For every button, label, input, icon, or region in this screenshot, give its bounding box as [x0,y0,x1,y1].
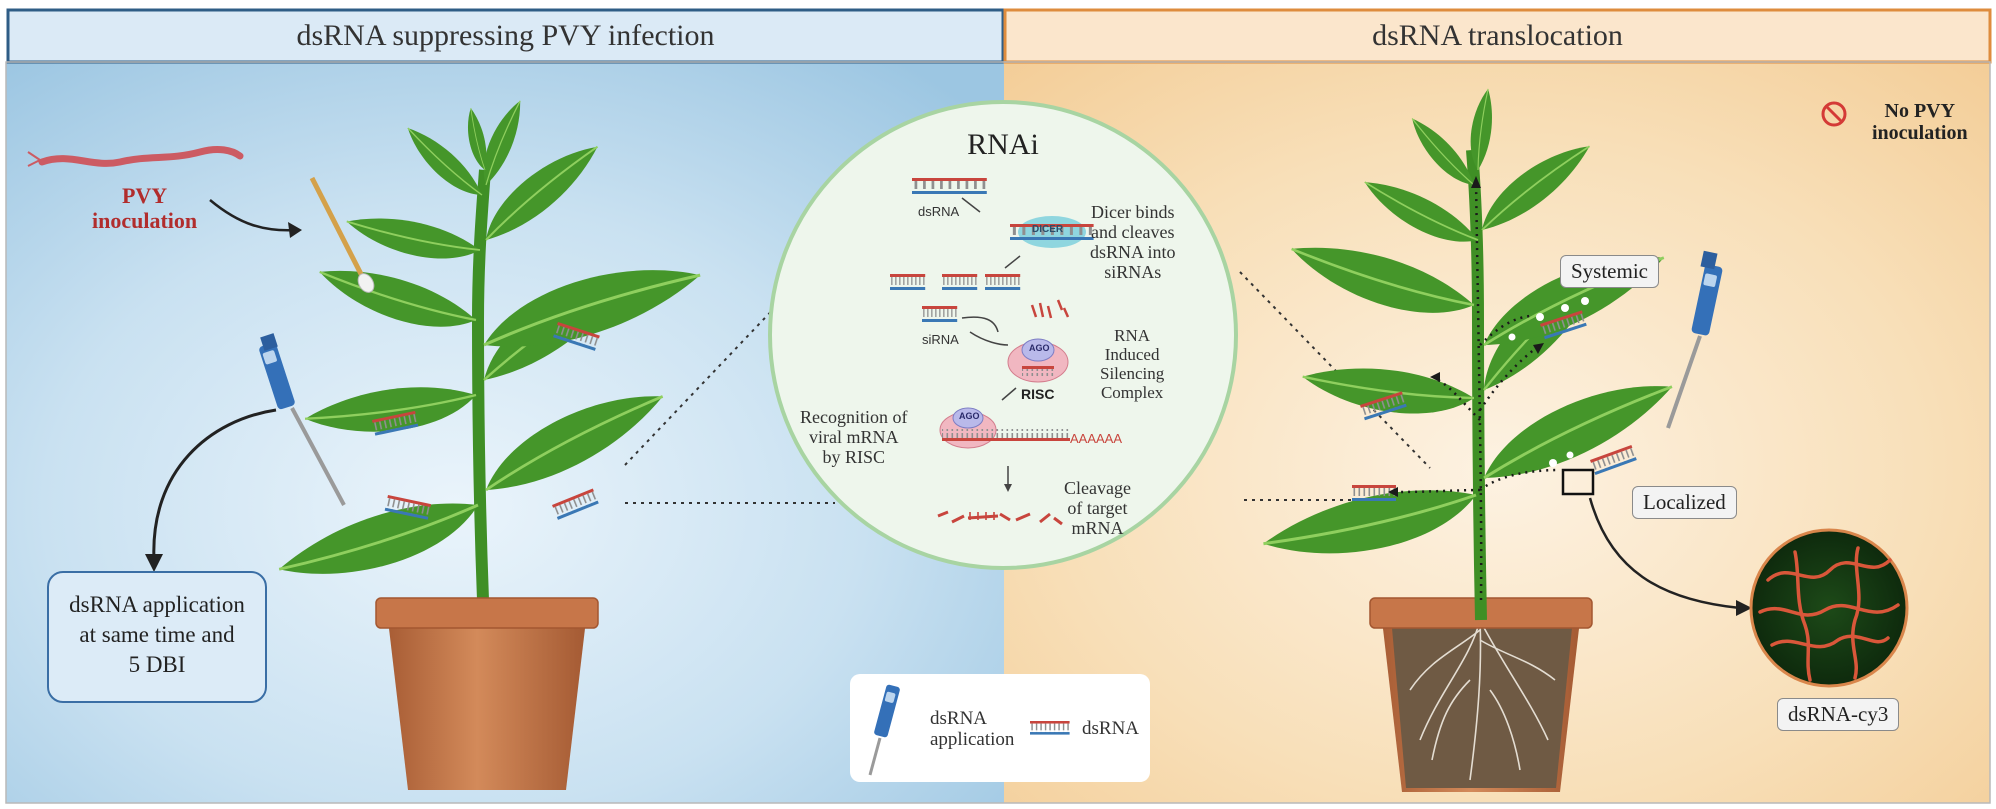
right-pipette-icon [1666,250,1723,429]
ago-label: AGO [1029,343,1050,353]
application-arrow [152,408,277,561]
right-leaf-dsrna-3 [1352,485,1396,501]
cy3-signal-icon [1758,546,1900,682]
legend-application-label: dsRNA application [930,708,1015,751]
dicer-label: DICER [1032,224,1064,235]
right-panel-title: dsRNA translocation [1372,19,1623,52]
left-plant [271,96,709,790]
cleaved-mrna-icon [937,510,1063,526]
systemic-label: Systemic [1560,255,1659,288]
right-plant [1258,86,1686,792]
left-panel-title: dsRNA suppressing PVY infection [296,19,715,52]
legend-pipette-icon [868,684,900,776]
right-stem [1466,149,1487,621]
ago-bound-label: AGO [959,411,980,421]
no-pvy-label: No PVY inoculation [1872,100,1968,145]
swab-stick-icon [309,176,365,278]
left-pipette-icon [259,333,346,506]
risc-label: RISC [1021,386,1055,402]
right-panel-header-box [1003,8,1992,64]
viral-mrna-icon [942,438,1070,441]
sirna-fragment-icon [1030,299,1070,319]
translocation-dots [1508,297,1589,467]
legend-dsrna-label: dsRNA [1082,718,1140,739]
rnai-circle [768,100,1238,570]
poly-a-tail-label: AAAAAA [1070,431,1123,446]
left-pot [388,620,586,790]
sirna-icon-2 [942,274,978,290]
application-box-text: dsRNA application at same time and 5 DBI [69,592,245,677]
no-entry-icon [1821,101,1847,127]
sirna-icon-4 [922,306,958,322]
dicer-description: Dicer binds and cleaves dsRNA into siRNA… [1090,202,1176,283]
ago-bound-icon [952,407,984,429]
swab-tip-icon [357,273,375,293]
risc-description: RNA Induced Silencing Complex [1100,326,1165,403]
dsrna-label: dsRNA [918,204,960,219]
left-pot-rim [375,597,599,629]
sirna-icon-3 [985,274,1021,290]
legend-dsrna-icon [1030,721,1070,735]
rnai-dsrna-icon [912,178,987,194]
pvy-virus-icon [38,145,244,167]
pvy-arrow [209,199,299,232]
localized-label: Localized [1632,486,1737,519]
legend-box [850,674,1150,782]
application-box [47,571,267,703]
dsrna-cy3-label: dsRNA-cy3 [1777,698,1900,731]
sirna-icon-1 [890,274,926,290]
roots-icon [1409,619,1556,781]
sirna-label: siRNA [922,332,959,347]
soil [1392,628,1572,788]
translocation-paths [1391,179,1561,601]
localized-zoom-box [1561,468,1595,496]
rnai-title: RNAi [967,128,1039,161]
zoom-arrow [1588,497,1741,610]
cleavage-label: Cleavage of target mRNA [1064,478,1131,539]
recognition-label: Recognition of viral mRNA by RISC [800,407,908,468]
left-stem [471,169,491,601]
pvy-inoculation-label: PVY inoculation [92,183,198,233]
ago-icon [1021,338,1055,362]
